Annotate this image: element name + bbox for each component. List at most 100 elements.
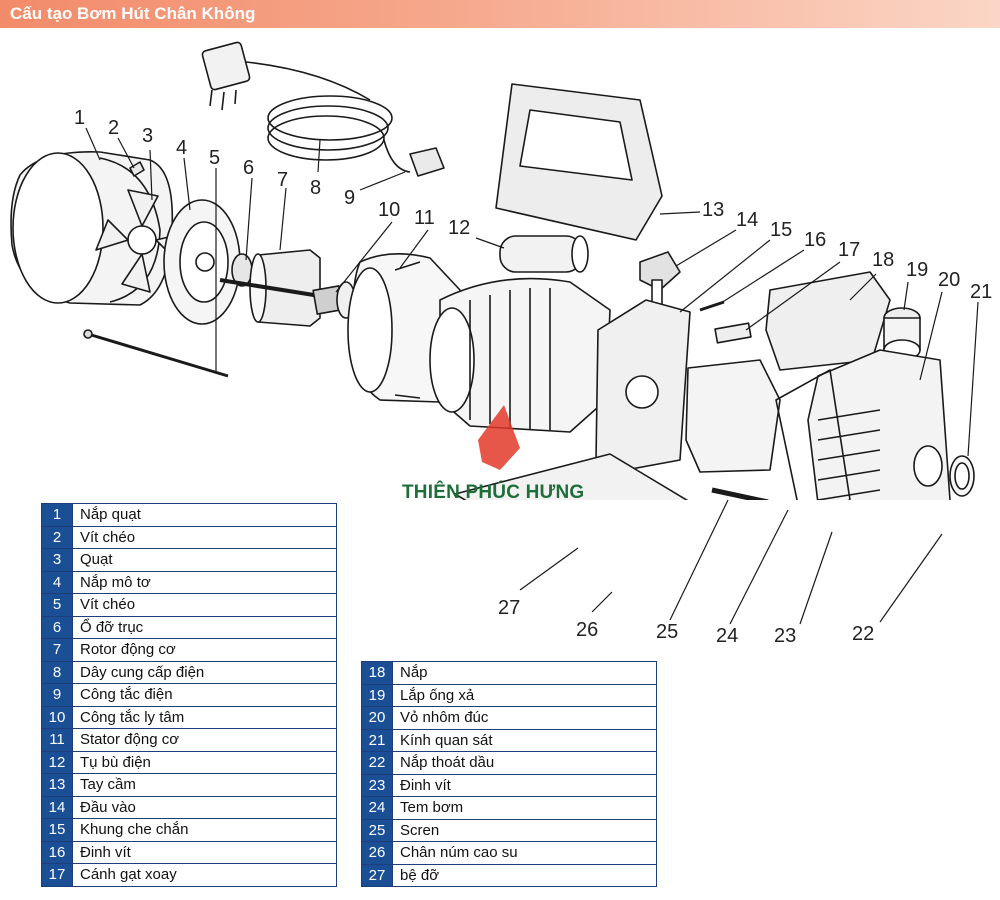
callout-8: 8: [310, 177, 321, 199]
legend-number: 14: [41, 795, 73, 819]
legend-label: Công tắc ly tâm: [72, 705, 337, 729]
legend-label: Vỏ nhôm đúc: [392, 706, 657, 730]
screw-part-2: [129, 161, 145, 177]
legend-number: 22: [361, 751, 393, 775]
callout-10: 10: [378, 199, 400, 221]
legend-label: Vít chéo: [72, 593, 337, 617]
legend-label: Dây cung cấp điện: [72, 660, 337, 684]
callout-25: 25: [656, 621, 678, 643]
callout-20: 20: [938, 269, 960, 291]
callout-15: 15: [770, 219, 792, 241]
callout-21: 21: [970, 281, 992, 303]
legend-number: 18: [361, 661, 393, 685]
legend-number: 27: [361, 863, 393, 887]
handle-part: [495, 83, 663, 241]
legend-label: Rotor động cơ: [72, 638, 337, 662]
legend-number: 7: [41, 638, 73, 662]
legend-number: 6: [41, 615, 73, 639]
callout-1: 1: [74, 107, 85, 129]
legend-number: 21: [361, 728, 393, 752]
legend-label: Nắp quạt: [72, 503, 337, 527]
exploded-pump-diagram: 1 2 3 4 5 6 7 8 9 10 11 12 13 14 15 16 1…: [10, 41, 992, 500]
legend-label: Chân núm cao su: [392, 841, 657, 865]
switch-part: [409, 147, 445, 177]
callout-17: 17: [838, 239, 860, 261]
header-banner: Cấu tạo Bơm Hút Chân Không: [0, 0, 1000, 28]
callout-18: 18: [872, 249, 894, 271]
lower-leader-lines: [519, 499, 943, 625]
legend-label: Khung che chắn: [72, 818, 337, 842]
legend-number: 16: [41, 840, 73, 864]
page-title: Cấu tạo Bơm Hút Chân Không: [10, 4, 256, 23]
callout-6: 6: [243, 157, 254, 179]
legend-label: Kính quan sát: [392, 728, 657, 752]
legend-label: Nắp: [392, 661, 657, 685]
rotor-part: [219, 249, 346, 327]
callout-numbers: 1 2 3 4 5 6 7 8 9 10 11 12 13 14 15 16 1…: [74, 107, 992, 303]
legend-number: 4: [41, 570, 73, 594]
pump-block: [685, 359, 781, 473]
legend-number: 12: [41, 750, 73, 774]
legend-number: 5: [41, 593, 73, 617]
callout-5: 5: [209, 147, 220, 169]
callout-11: 11: [414, 207, 435, 229]
legend-label: Nắp mô tơ: [72, 570, 337, 594]
callout-26: 26: [576, 619, 598, 641]
legend-number: 1: [41, 503, 73, 527]
callout-3: 3: [142, 125, 153, 147]
rotary-vane-part: [714, 322, 752, 344]
legend-number: 15: [41, 818, 73, 842]
frame-part: [595, 299, 691, 471]
callout-19: 19: [906, 259, 928, 281]
legend-label: Cánh gạt xoay: [72, 863, 337, 887]
legend-label: Quạt: [72, 548, 337, 572]
legend-label: Đinh vít: [72, 840, 337, 864]
legend-label: Đinh vít: [392, 773, 657, 797]
brand-watermark: THIÊN PHÚC HƯNG: [402, 482, 585, 503]
leader-lines: [85, 127, 979, 457]
capacitor-part: [499, 235, 589, 273]
legend-label: Tụ bù điện: [72, 750, 337, 774]
legend-number: 2: [41, 525, 73, 549]
legend-number: 10: [41, 705, 73, 729]
gasket-part: [775, 369, 851, 500]
callout-14: 14: [736, 209, 758, 231]
legend-number: 11: [41, 728, 73, 752]
legend-number: 26: [361, 841, 393, 865]
legend-number: 20: [361, 706, 393, 730]
callout-7: 7: [277, 169, 288, 191]
legend-number: 8: [41, 660, 73, 684]
long-screw-part: [83, 329, 229, 378]
legend-label: Nắp thoát dầu: [392, 751, 657, 775]
legend-number: 9: [41, 683, 73, 707]
legend-label: Tay cầm: [72, 773, 337, 797]
callout-13: 13: [702, 199, 724, 221]
legend-label: Tem bơm: [392, 796, 657, 820]
motor-body: [429, 277, 611, 433]
